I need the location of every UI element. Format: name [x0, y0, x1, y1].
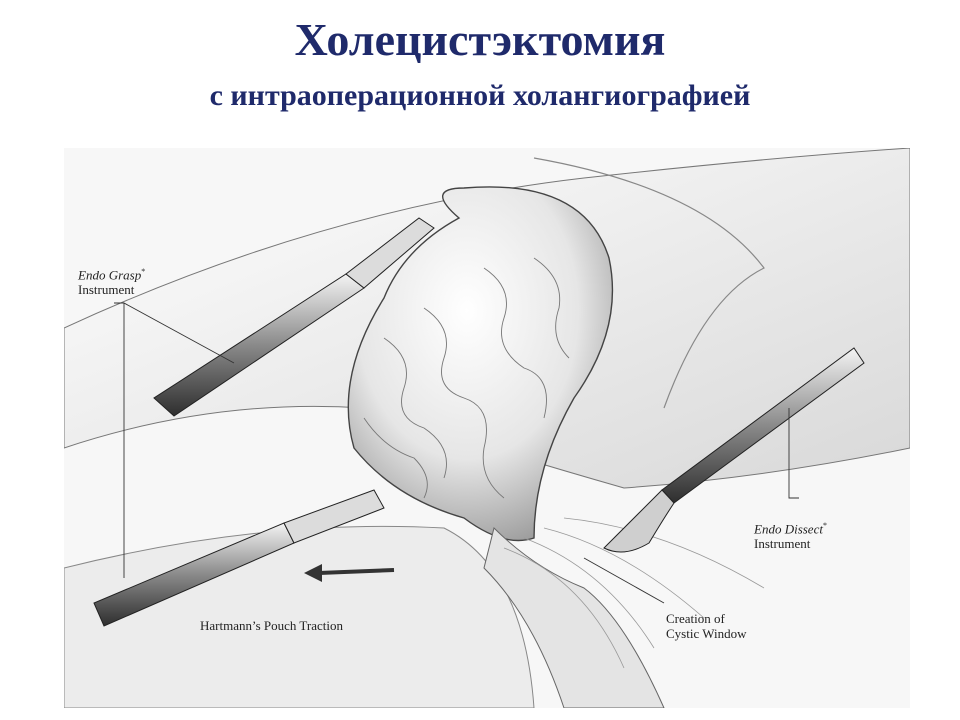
endo-grasp-instrument-upper	[153, 217, 435, 417]
gallbladder-vessels	[363, 257, 570, 499]
traction-label: Hartmann’s Pouch Traction	[200, 618, 343, 633]
cystic-window-label: Creation of Cystic Window	[666, 611, 747, 641]
liver-edge	[533, 157, 765, 409]
leader-lines	[114, 302, 799, 604]
illustration-drawing	[64, 148, 910, 708]
endo-dissect-instrument	[603, 347, 865, 553]
slide-title: Холецистэктомия	[294, 14, 666, 65]
tissue-strands	[503, 517, 765, 669]
surgical-illustration: Endo Grasp* Instrument Endo Dissect* Ins…	[64, 148, 910, 708]
endo-grasp-label: Endo Grasp* Instrument	[78, 267, 146, 298]
gallbladder	[347, 186, 614, 542]
traction-arrow-icon	[304, 564, 395, 582]
endo-dissect-label: Endo Dissect* Instrument	[754, 521, 827, 552]
slide-subtitle: с интраоперационной холангиографией	[209, 79, 751, 112]
cystic-duct	[483, 527, 665, 708]
endo-grasp-instrument-lower	[93, 489, 385, 627]
